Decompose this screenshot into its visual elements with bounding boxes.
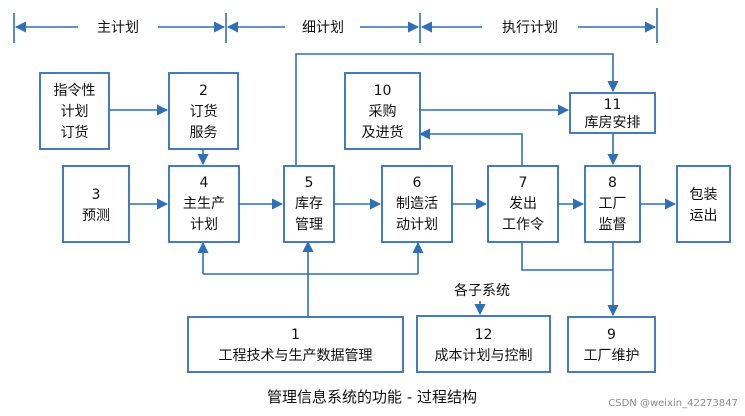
svg-text:库存: 库存 [295,196,323,212]
svg-text:4: 4 [200,175,209,191]
svg-text:12: 12 [475,327,493,343]
box-inventory-management: 5 库存 管理 [283,165,335,243]
phase-label-exec: 执行计划 [502,20,558,36]
box-forecast: 3 预测 [62,165,130,243]
svg-text:主生产: 主生产 [183,196,225,212]
svg-text:采购: 采购 [369,104,397,120]
box-order-service: 2 订货 服务 [168,72,239,150]
svg-text:2: 2 [199,83,208,99]
svg-text:7: 7 [519,175,528,191]
box-engineering-data: 1 工程技术与生产数据管理 [187,316,404,373]
svg-text:指令性: 指令性 [54,83,96,99]
svg-text:成本计划与控制: 成本计划与控制 [435,348,533,364]
box-factory-supervision: 8 工厂 监督 [584,165,641,243]
box-cost-control: 12 成本计划与控制 [416,315,551,373]
svg-text:5: 5 [305,175,314,191]
svg-text:6: 6 [413,175,422,191]
svg-text:11: 11 [604,97,622,113]
phase-label-main: 主计划 [97,20,139,36]
svg-text:监督: 监督 [599,217,627,233]
box-issue-work-order: 7 发出 工作令 [487,165,559,243]
svg-text:工作令: 工作令 [502,217,544,233]
diagram-caption: 管理信息系统的功能 - 过程结构 [267,388,477,406]
svg-text:订货: 订货 [61,124,89,141]
svg-text:计划: 计划 [61,104,89,120]
box-directive: 指令性 计划 订货 [39,72,110,150]
connectors [109,53,677,317]
svg-text:管理: 管理 [295,217,323,233]
box-production-activity-plan: 6 制造活 动计划 [381,165,453,243]
svg-text:10: 10 [374,83,392,99]
svg-text:1: 1 [291,327,300,343]
svg-text:工程技术与生产数据管理: 工程技术与生产数据管理 [219,348,373,364]
subsystem-label: 各子系统 [454,283,510,299]
svg-text:发出: 发出 [509,196,537,212]
svg-text:库房安排: 库房安排 [585,115,641,131]
svg-text:动计划: 动计划 [396,217,438,233]
svg-text:运出: 运出 [690,208,718,224]
svg-text:及进货: 及进货 [362,124,404,141]
svg-text:服务: 服务 [190,125,218,141]
box-master-production-plan: 4 主生产 计划 [168,165,240,243]
svg-text:9: 9 [607,327,616,343]
watermark: CSDN @weixin_42273847 [608,398,738,409]
svg-text:工厂: 工厂 [599,196,627,212]
box-warehouse-arrangement: 11 库房安排 [569,92,656,134]
svg-text:订货: 订货 [190,103,218,120]
box-factory-maintenance: 9 工厂维护 [567,316,656,373]
svg-text:预测: 预测 [82,208,110,224]
phase-timeline: 主计划 细计划 执行计划 [13,8,658,43]
box-packaging-shipping: 包装 运出 [676,165,731,243]
svg-text:工厂维护: 工厂维护 [584,348,640,364]
svg-text:包装: 包装 [690,187,718,203]
svg-text:8: 8 [608,175,617,191]
svg-text:制造活: 制造活 [396,196,438,212]
box-purchasing: 10 采购 及进货 [344,72,421,150]
phase-label-detail: 细计划 [302,20,344,36]
svg-text:计划: 计划 [190,217,218,233]
svg-text:3: 3 [92,187,101,203]
